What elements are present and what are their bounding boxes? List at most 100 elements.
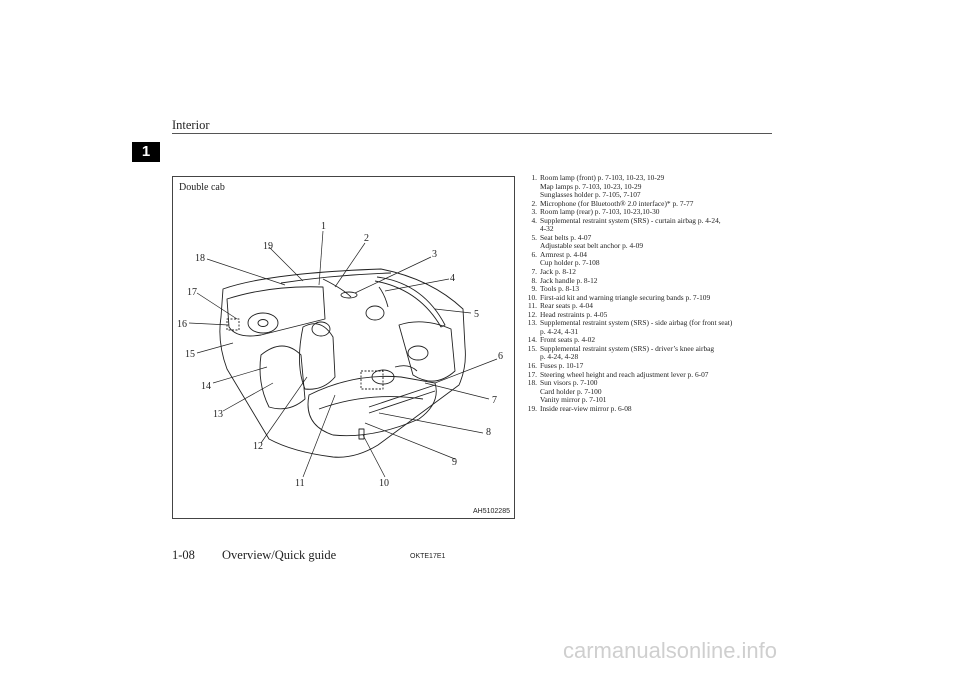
legend-item-number: 1. xyxy=(531,173,537,182)
footer-page-number: 1-08 xyxy=(172,548,195,562)
legend-item: 8.Jack handle p. 8-12 xyxy=(522,275,770,286)
callout-9: 9 xyxy=(452,457,457,468)
legend-item: 13.Supplemental restraint system (SRS) -… xyxy=(522,318,770,336)
legend-item-text: 4-32 xyxy=(540,224,554,234)
callout-18: 18 xyxy=(195,253,205,264)
headliner xyxy=(280,272,392,284)
curtain-airbag xyxy=(374,276,446,328)
pillar-b xyxy=(378,286,389,308)
front-seat-right xyxy=(299,323,336,390)
callout-3: 3 xyxy=(432,249,437,260)
tool-bag xyxy=(358,428,365,440)
front-seat-left xyxy=(259,345,306,410)
callout-8: 8 xyxy=(486,427,491,438)
legend-item-number: 12. xyxy=(527,309,537,319)
interior-figure: Double cab xyxy=(172,176,515,519)
callout-1: 1 xyxy=(321,221,326,232)
legend-item-text: Tools p. 8-13 xyxy=(540,284,580,294)
legend-item-text: Cup holder p. 7-108 xyxy=(540,258,600,268)
legend-item-number: 8. xyxy=(531,275,537,285)
legend-list: 1.Room lamp (front) p. 7-103, 10-23, 10-… xyxy=(522,173,770,414)
rear-door-panel xyxy=(398,321,456,382)
figure-code: AH5102285 xyxy=(473,508,510,515)
legend-item: 19.Inside rear-view mirror p. 6-08 xyxy=(522,403,770,414)
legend-item: 17.Steering wheel height and reach adjus… xyxy=(522,369,770,380)
legend-item-text: Sun visors p. 7-100 xyxy=(540,378,598,388)
legend-item-text: Front seats p. 4-02 xyxy=(540,335,596,345)
legend-item-text: Card holder p. 7-100 xyxy=(540,386,602,396)
legend-item: 10.First-aid kit and warning triangle se… xyxy=(522,292,770,303)
legend-item-text: Sunglasses holder p. 7-105, 7-107 xyxy=(540,190,641,200)
legend-item-number: 2. xyxy=(531,198,537,208)
legend-item-number: 10. xyxy=(527,292,537,302)
callout-2: 2 xyxy=(364,233,369,244)
car-interior-illustration: 1 2 3 4 5 6 7 8 9 10 11 12 13 14 15 16 1… xyxy=(177,221,503,489)
legend-item-text: Adjustable seat belt anchor p. 4-09 xyxy=(540,241,644,251)
legend-item: 11.Rear seats p. 4-04 xyxy=(522,302,770,311)
legend-item-number: 14. xyxy=(527,335,537,345)
legend-item-text: First-aid kit and warning triangle secur… xyxy=(540,292,711,302)
legend-item: 15.Supplemental restraint system (SRS) -… xyxy=(522,343,770,362)
legend-item-number: 17. xyxy=(527,369,537,379)
legend-item-text: Steering wheel height and reach adjustme… xyxy=(540,369,709,379)
legend-item-number: 6. xyxy=(531,249,537,259)
legend-item: 3.Room lamp (rear) p. 7-103, 10-23,10-30 xyxy=(522,208,770,217)
callout-15: 15 xyxy=(185,349,195,360)
head-restraint-front xyxy=(311,321,331,337)
legend-item-text: Vanity mirror p. 7-101 xyxy=(540,395,607,405)
callout-4: 4 xyxy=(450,273,455,284)
legend-item-text: Jack handle p. 8-12 xyxy=(540,275,598,285)
legend-item-number: 5. xyxy=(531,232,537,242)
legend-item-text: Head restraints p. 4-05 xyxy=(540,309,608,319)
legend-item-text: Room lamp (rear) p. 7-103, 10-23,10-30 xyxy=(540,207,660,217)
legend-item-text: Microphone (for Bluetooth® 2.0 interface… xyxy=(540,198,694,208)
steering-wheel xyxy=(247,312,279,334)
legend-item-text: Supplemental restraint system (SRS) - cu… xyxy=(540,215,721,225)
legend-item-text: Jack p. 8-12 xyxy=(540,267,576,277)
footer-code: OKTE17E1 xyxy=(410,553,446,560)
callout-7: 7 xyxy=(492,395,497,406)
legend-item-text: Supplemental restraint system (SRS) - si… xyxy=(540,318,733,328)
armrest xyxy=(394,365,418,372)
legend-item-number: 7. xyxy=(531,267,537,277)
callout-13: 13 xyxy=(213,409,223,420)
legend-item: 14.Front seats p. 4-02 xyxy=(522,336,770,345)
callout-5: 5 xyxy=(474,309,479,320)
legend-item-text: p. 4-24, 4-28 xyxy=(540,352,579,362)
legend-item-number: 15. xyxy=(527,343,537,353)
dashboard xyxy=(226,286,326,337)
legend-item: 4.Supplemental restraint system (SRS) - … xyxy=(522,215,770,234)
legend-item: 12.Head restraints p. 4-05 xyxy=(522,309,770,320)
legend-item-number: 9. xyxy=(531,284,537,294)
jack xyxy=(368,384,436,408)
footer-section-title: Overview/Quick guide xyxy=(222,548,337,562)
callout-16: 16 xyxy=(177,319,187,330)
legend-item-text: Inside rear-view mirror p. 6-08 xyxy=(540,403,632,413)
legend-item: 9.Tools p. 8-13 xyxy=(522,285,770,294)
legend-item: 2.Microphone (for Bluetooth® 2.0 interfa… xyxy=(522,198,770,209)
legend-item-text: Room lamp (front) p. 7-103, 10-23, 10-29 xyxy=(540,173,665,182)
chapter-tab: 1 xyxy=(132,142,160,162)
callout-11: 11 xyxy=(295,478,305,489)
fuse-box xyxy=(226,318,240,331)
legend-item-text: Fuses p. 10-17 xyxy=(540,361,584,371)
cabin-outline xyxy=(219,268,466,458)
legend-item: 1.Room lamp (front) p. 7-103, 10-23, 10-… xyxy=(522,173,770,200)
legend-item: 16.Fuses p. 10-17 xyxy=(522,361,770,371)
first-aid-kit xyxy=(360,370,384,390)
legend-item-number: 18. xyxy=(527,378,537,388)
callout-17: 17 xyxy=(187,287,197,298)
watermark: carmanualsonline.info xyxy=(563,638,778,663)
header-title: Interior xyxy=(172,118,210,132)
legend-item-text: Rear seats p. 4-04 xyxy=(540,301,593,311)
header-rule xyxy=(172,133,772,134)
legend-item-number: 11. xyxy=(528,301,537,311)
legend-item-number: 13. xyxy=(527,318,537,328)
room-lamp-front xyxy=(340,291,358,299)
legend-item-text: p. 4-24, 4-31 xyxy=(540,326,579,336)
callout-6: 6 xyxy=(498,351,503,362)
legend-item-text: Supplemental restraint system (SRS) - dr… xyxy=(540,343,715,353)
callout-12: 12 xyxy=(253,441,263,452)
